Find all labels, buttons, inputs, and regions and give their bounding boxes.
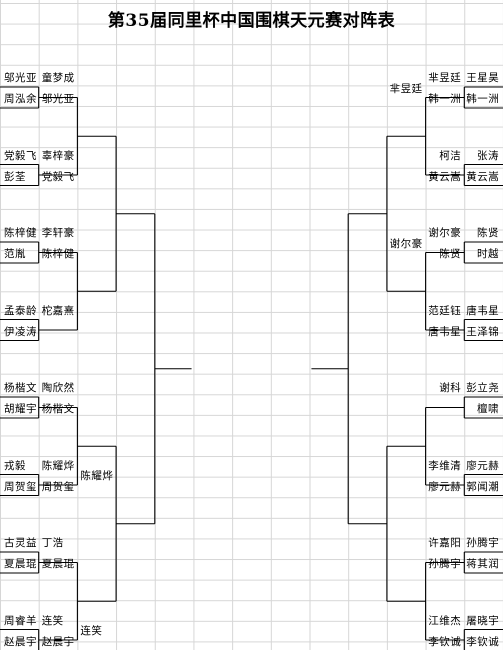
right-r1-player: 张涛	[476, 149, 499, 162]
right-r1-player: 陈贤	[476, 227, 499, 239]
left-r2-player: 夏晨琨	[41, 558, 75, 570]
right-r1-player: 蒋其润	[466, 558, 500, 570]
right-r2-player: 黄云嵩	[428, 170, 462, 183]
right-r3-player	[389, 466, 423, 486]
right-r3-player	[389, 389, 423, 409]
left-r2-player: 童梦成	[41, 72, 75, 84]
left-r3-player	[80, 234, 114, 254]
left-r1-player: 周贺玺	[4, 480, 37, 493]
right-r2-player: 许嘉阳	[428, 537, 462, 549]
left-r1-player: 戎毅	[4, 459, 26, 472]
right-r1-player: 檀啸	[476, 403, 499, 415]
left-r3-player	[80, 79, 114, 99]
right-r1-player: 屠晓宇	[466, 614, 500, 627]
left-r1-player: 陈梓健	[4, 227, 37, 239]
left-r1-player: 党毅飞	[4, 149, 37, 162]
right-r1-player: 彭立尧	[466, 382, 500, 394]
left-r1-player: 周睿羊	[4, 614, 37, 627]
right-r2-player: 唐韦星	[428, 325, 462, 338]
right-r2-player: 谢尔豪	[428, 227, 462, 239]
left-r1-player: 夏晨琨	[4, 558, 37, 570]
right-r3-player	[389, 544, 423, 564]
left-r2-player: 陈梓健	[41, 248, 75, 260]
left-r3-player	[80, 156, 114, 176]
right-r2-player: 陈贤	[439, 248, 462, 260]
right-r1-player: 李钦诚	[466, 635, 500, 648]
left-r2-player: 杨楷文	[41, 403, 75, 415]
left-r3-player	[80, 311, 114, 331]
right-r2-player	[428, 399, 462, 419]
left-r2-player: 丁浩	[41, 537, 64, 549]
left-r1-player: 赵晨宇	[4, 635, 37, 648]
left-r2-player	[42, 322, 76, 342]
left-r2-player: 柁嘉熹	[41, 304, 75, 317]
left-r1-player: 杨楷文	[4, 382, 37, 394]
right-r1-player: 时越	[476, 248, 499, 260]
left-r2-player: 周贺玺	[41, 480, 75, 493]
right-r2-player: 孙腾宇	[428, 558, 462, 570]
left-r3-player: 陈耀烨	[80, 470, 114, 482]
right-r2-player: 李钦诚	[428, 635, 462, 648]
right-r1-player: 唐韦星	[466, 304, 500, 317]
left-r3-player	[80, 389, 114, 409]
left-r1-player: 古灵益	[4, 537, 37, 549]
right-r1-player: 郭闻潮	[466, 480, 500, 493]
right-r2-player: 韩一洲	[428, 93, 462, 105]
right-r3-player	[389, 156, 423, 176]
right-r3-player: 谢尔豪	[389, 237, 423, 250]
left-r2-player: 李轩豪	[41, 227, 75, 239]
left-r2-player: 赵晨宇	[41, 635, 75, 648]
right-r2-player: 柯洁	[439, 149, 462, 162]
left-r2-player: 邬光亚	[41, 93, 75, 105]
right-r2-player: 谢科	[439, 382, 462, 394]
right-r3-player: 芈昱廷	[389, 82, 423, 95]
right-r1-player: 廖元赫	[466, 459, 500, 472]
left-r1-player: 彭荃	[4, 170, 26, 183]
left-r1-player: 孟泰龄	[4, 304, 37, 317]
left-r2-player: 辜梓豪	[41, 149, 75, 162]
right-r2-player: 李维清	[428, 459, 462, 472]
right-r1-player: 王星昊	[466, 72, 500, 84]
left-r1-player: 胡耀宇	[4, 403, 37, 415]
right-r3-player	[389, 621, 423, 641]
right-r1-player: 王泽锦	[466, 325, 500, 338]
right-r2-player: 江维杰	[428, 614, 462, 627]
page-title: 第35届同里杯中国围棋天元赛对阵表	[107, 11, 396, 31]
left-r3-player: 连笑	[80, 625, 103, 637]
right-r2-player: 芈昱廷	[428, 72, 462, 84]
right-r1-player: 韩一洲	[466, 93, 500, 105]
left-r1-player: 周泓余	[4, 93, 37, 105]
right-r2-player: 廖元赫	[428, 480, 462, 493]
left-r1-player: 伊凌涛	[4, 325, 37, 338]
right-r1-player: 黄云嵩	[466, 170, 500, 183]
right-r1-player: 孙腾宇	[466, 537, 500, 549]
right-r2-player: 范廷钰	[428, 304, 462, 317]
left-r3-player	[80, 544, 114, 564]
right-r3-player	[389, 311, 423, 331]
left-r2-player: 连笑	[41, 614, 64, 627]
left-r2-player: 陈耀烨	[41, 459, 75, 472]
left-r1-player: 邬光亚	[4, 72, 37, 84]
left-r1-player: 范胤	[4, 248, 26, 260]
left-r2-player: 党毅飞	[41, 170, 75, 183]
left-r2-player: 陶欣然	[41, 382, 75, 394]
